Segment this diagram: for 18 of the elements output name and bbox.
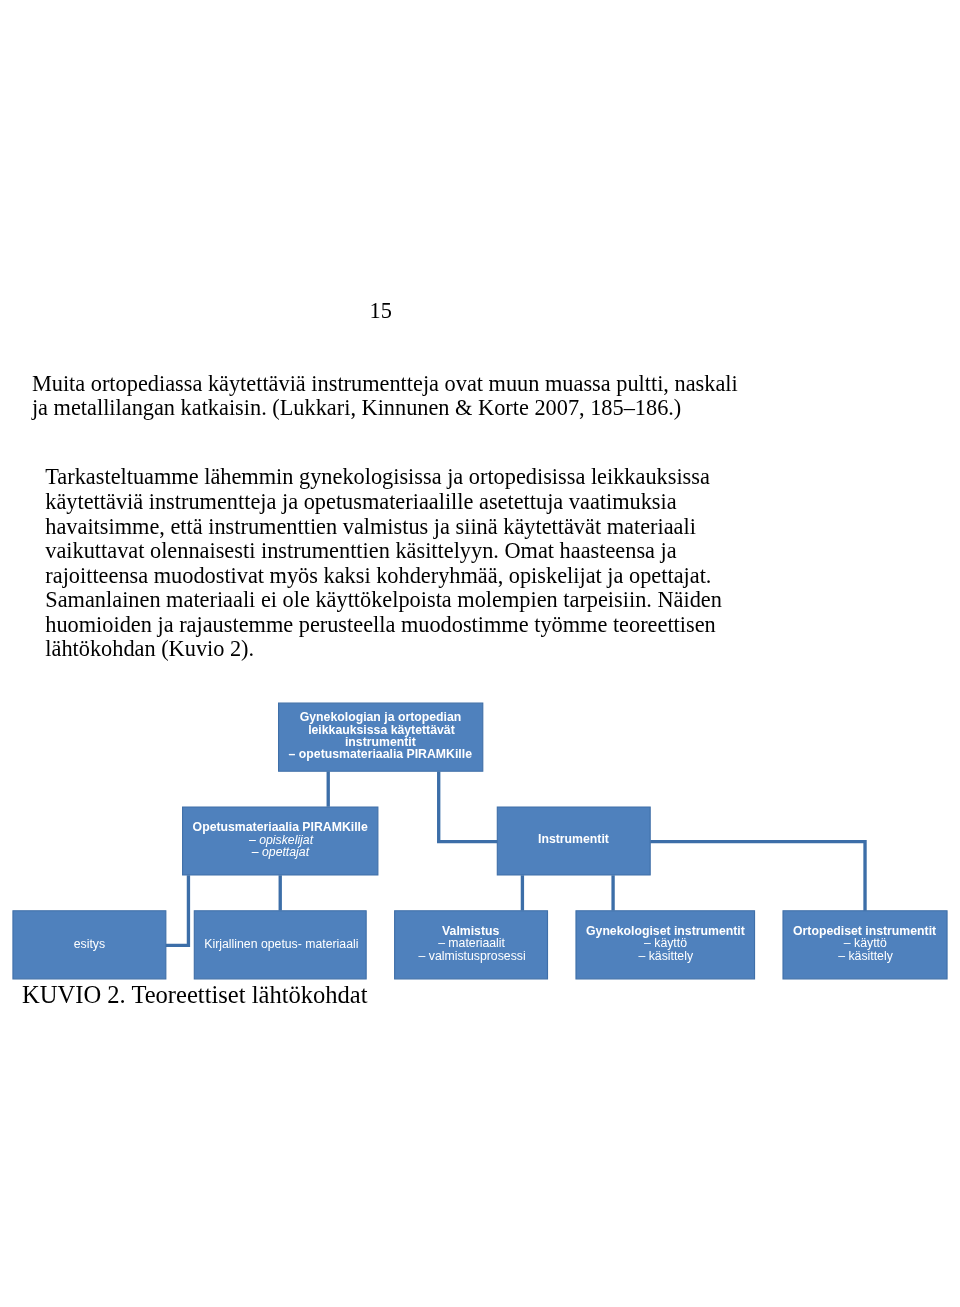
connector bbox=[278, 875, 282, 911]
node-box: Gynekologian ja ortopedian leikkauksissa käytettävät instrumentit – opetusmateriaalia PIRAMKille bbox=[278, 702, 484, 772]
label: Tarkasteltuamme lähemmin gynekologisissa ja ortopedisissa leikkauksissa käytettäviä instrumentteja ja opetusmateriaalille asetettuja vaatimuksia havaitsimme, että instrumenttien valmistus ja siinä käytettävät materiaali vaikuttavat olennaisesti instrumenttien käsittelyyn. Omat haasteensa ja rajoitteensa muodostivat myös kaksi kohderyhmää, opiskelijat ja opettajat. Samanlainen materiaali ei ole käyttökelpoista molempien tarpeisiin. Näiden huomioiden ja rajaustemme perusteella muodostimme työmme teoreettisen lähtökohdan (Kuvio 2). bbox=[45, 464, 722, 662]
connector bbox=[326, 771, 330, 807]
label: Muita ortopediassa käytettäviä instrumentteja ovat muun muassa pultti, naskali ja metallilangan katkaisin. (Lukkari, Kinnunen & Korte 2007, 185–186.) bbox=[31, 370, 738, 421]
node-box: Gynekologiset instrumentit – käyttö – käsittely bbox=[575, 910, 756, 980]
node-box: Opetusmateriaalia PIRAMKille – opiskelijat – opettajat bbox=[182, 806, 379, 876]
node-box: Valmistus – materiaalit – valmistusprosessi bbox=[394, 910, 549, 980]
node-box: Kirjallinen opetus- materiaali bbox=[193, 910, 367, 980]
connector bbox=[650, 839, 867, 911]
node-box: esitys bbox=[12, 910, 167, 980]
label: 15 bbox=[369, 298, 392, 324]
connector bbox=[611, 875, 615, 911]
connector bbox=[520, 875, 525, 911]
node-box: Ortopediset instrumentit – käyttö – käsittely bbox=[782, 910, 948, 980]
connector bbox=[437, 771, 498, 844]
caption: KUVIO 2. Teoreettiset lähtökohdat bbox=[22, 980, 368, 1008]
node-box: Instrumentit bbox=[496, 806, 651, 876]
